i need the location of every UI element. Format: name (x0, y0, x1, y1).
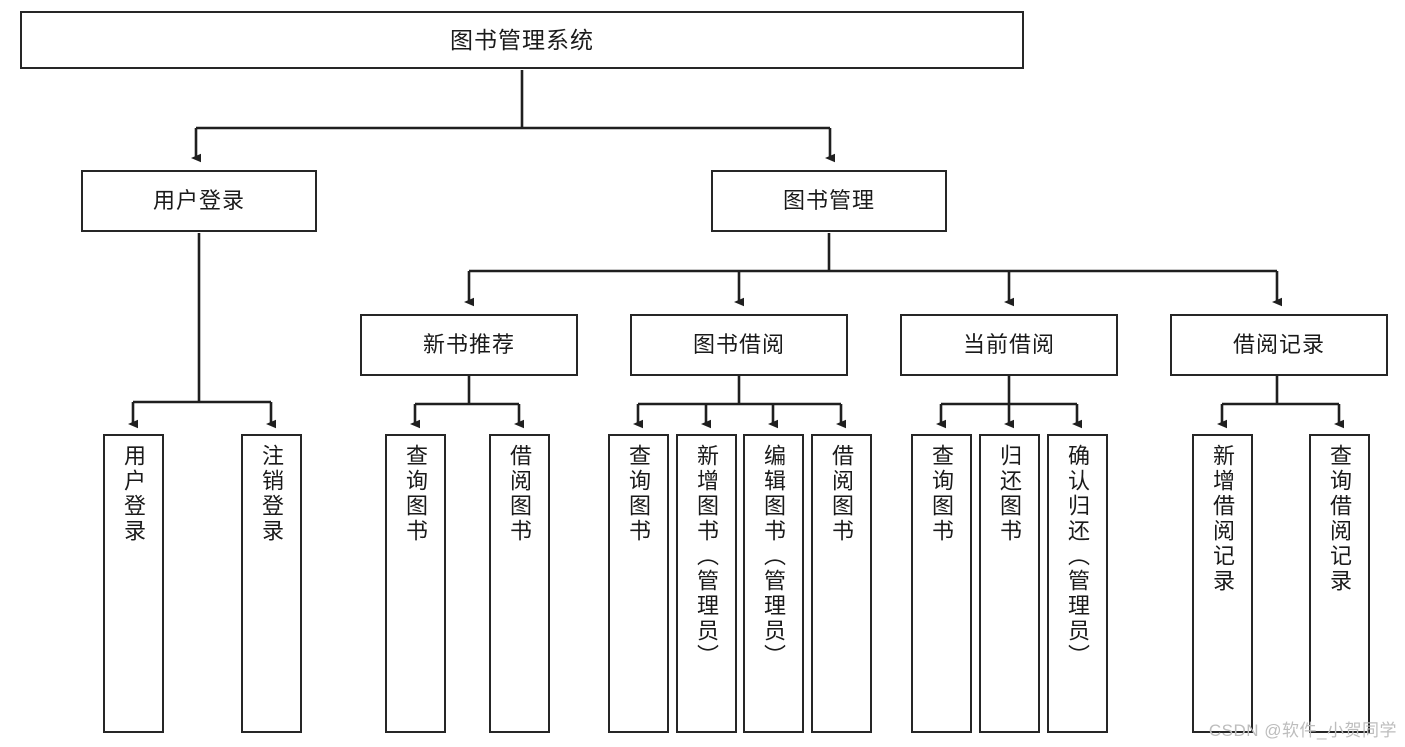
node-leaf-add-book[interactable]: 新增图书（管理员） (676, 434, 737, 733)
node-label: 新增图书（管理员） (694, 444, 720, 669)
node-leaf-return-book[interactable]: 归还图书 (979, 434, 1040, 733)
node-label: 用户登录 (121, 444, 147, 544)
node-label: 用户登录 (152, 188, 245, 214)
node-book-borrow[interactable]: 图书借阅 (630, 314, 848, 376)
node-root-system[interactable]: 图书管理系统 (20, 11, 1024, 69)
node-book-management[interactable]: 图书管理 (711, 170, 947, 232)
node-borrow-record[interactable]: 借阅记录 (1170, 314, 1388, 376)
node-label: 图书管理系统 (450, 26, 594, 53)
node-leaf-query-book-3[interactable]: 查询图书 (911, 434, 972, 733)
node-label: 图书管理 (782, 188, 875, 214)
node-label: 借阅记录 (1232, 332, 1325, 358)
node-leaf-query-record[interactable]: 查询借阅记录 (1309, 434, 1370, 733)
node-current-borrow[interactable]: 当前借阅 (900, 314, 1118, 376)
node-label: 当前借阅 (962, 332, 1055, 358)
node-label: 确认归还（管理员） (1065, 444, 1091, 669)
node-leaf-logout[interactable]: 注销登录 (241, 434, 302, 733)
node-label: 借阅图书 (829, 444, 855, 544)
node-label: 借阅图书 (507, 444, 533, 544)
node-label: 查询图书 (403, 444, 429, 544)
node-label: 注销登录 (259, 444, 285, 544)
node-leaf-borrow-book-2[interactable]: 借阅图书 (811, 434, 872, 733)
node-label: 归还图书 (997, 444, 1023, 544)
node-label: 查询图书 (929, 444, 955, 544)
node-leaf-borrow-book-1[interactable]: 借阅图书 (489, 434, 550, 733)
node-label: 新增借阅记录 (1210, 444, 1236, 594)
node-label: 查询图书 (626, 444, 652, 544)
node-label: 编辑图书（管理员） (761, 444, 787, 669)
node-leaf-query-book-2[interactable]: 查询图书 (608, 434, 669, 733)
node-label: 查询借阅记录 (1327, 444, 1353, 594)
node-user-login[interactable]: 用户登录 (81, 170, 317, 232)
node-leaf-query-book-1[interactable]: 查询图书 (385, 434, 446, 733)
watermark-text: CSDN @软件_小贺同学 (1208, 721, 1397, 740)
node-label: 图书借阅 (692, 332, 785, 358)
node-label: 新书推荐 (422, 332, 515, 358)
node-leaf-user-login[interactable]: 用户登录 (103, 434, 164, 733)
node-leaf-add-record[interactable]: 新增借阅记录 (1192, 434, 1253, 733)
node-new-book-recommend[interactable]: 新书推荐 (360, 314, 578, 376)
node-leaf-confirm-return[interactable]: 确认归还（管理员） (1047, 434, 1108, 733)
node-leaf-edit-book[interactable]: 编辑图书（管理员） (743, 434, 804, 733)
